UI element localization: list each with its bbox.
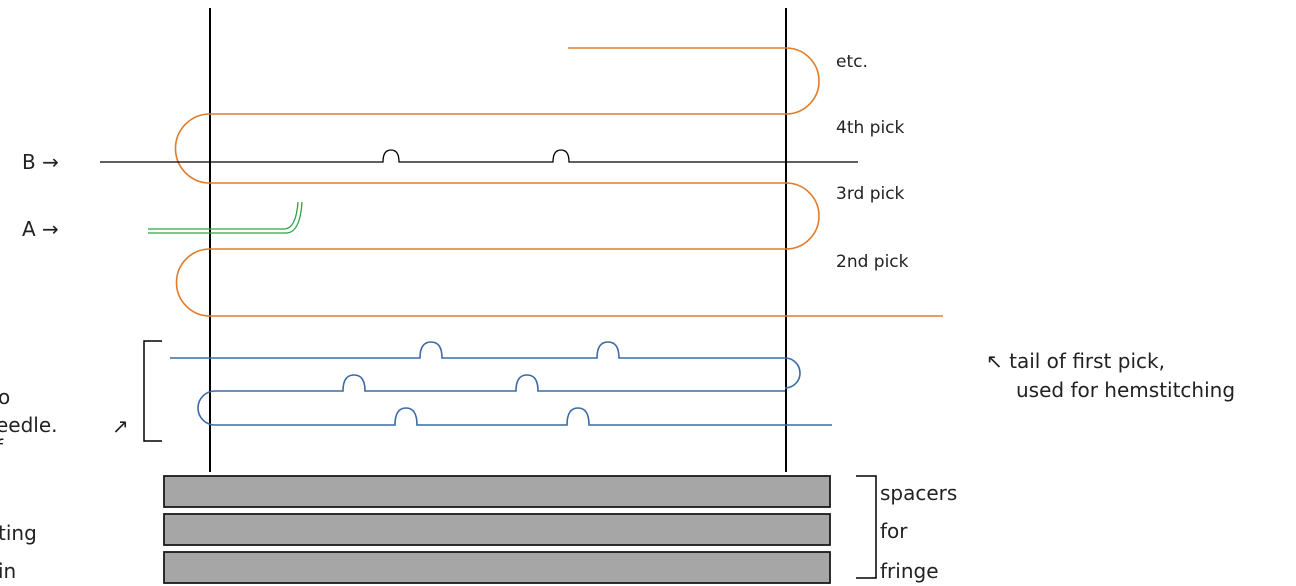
pick-2-label: 2nd pick xyxy=(836,252,909,272)
tail-label-line2: used for hemstitching xyxy=(1016,378,1235,402)
weft-pick-3rd xyxy=(210,182,820,250)
for-label: for xyxy=(880,519,908,543)
left-fragment: ting xyxy=(0,521,37,545)
hemstitch-top xyxy=(170,341,801,389)
left-fragment: f xyxy=(0,435,4,459)
spacer-bar xyxy=(163,475,831,508)
right-bracket xyxy=(856,475,877,579)
spacer-bar xyxy=(163,513,831,546)
etc-label: etc. xyxy=(836,52,868,72)
weft-pick-4th xyxy=(174,113,786,184)
b-line xyxy=(100,149,858,163)
arrow-icon: ↗ xyxy=(112,414,129,438)
left-fragment: eedle. xyxy=(0,413,58,437)
weft-pick-2nd xyxy=(175,248,943,317)
spacers-label: spacers xyxy=(880,481,957,505)
warp-threads xyxy=(209,8,787,472)
hemstitch-bottom xyxy=(197,390,832,426)
a-marker-label: A → xyxy=(22,217,59,241)
weft-picks xyxy=(174,47,943,317)
fringe-spacers xyxy=(163,475,831,584)
pick-3-label: 3rd pick xyxy=(836,184,905,204)
left-bracket xyxy=(143,340,162,442)
needle xyxy=(148,201,303,234)
left-fragment: o xyxy=(0,385,10,409)
left-fragment: in xyxy=(0,559,16,583)
hemstitch-middle xyxy=(215,374,785,392)
b-marker-label: B → xyxy=(22,150,59,174)
weft-pick-top xyxy=(210,47,820,115)
fringe-label: fringe xyxy=(880,559,939,583)
hemstitch-lines xyxy=(170,341,832,426)
spacer-bar xyxy=(163,551,831,584)
pick-4-label: 4th pick xyxy=(836,118,905,138)
tail-label-line1: ↖ tail of first pick, xyxy=(986,349,1165,373)
